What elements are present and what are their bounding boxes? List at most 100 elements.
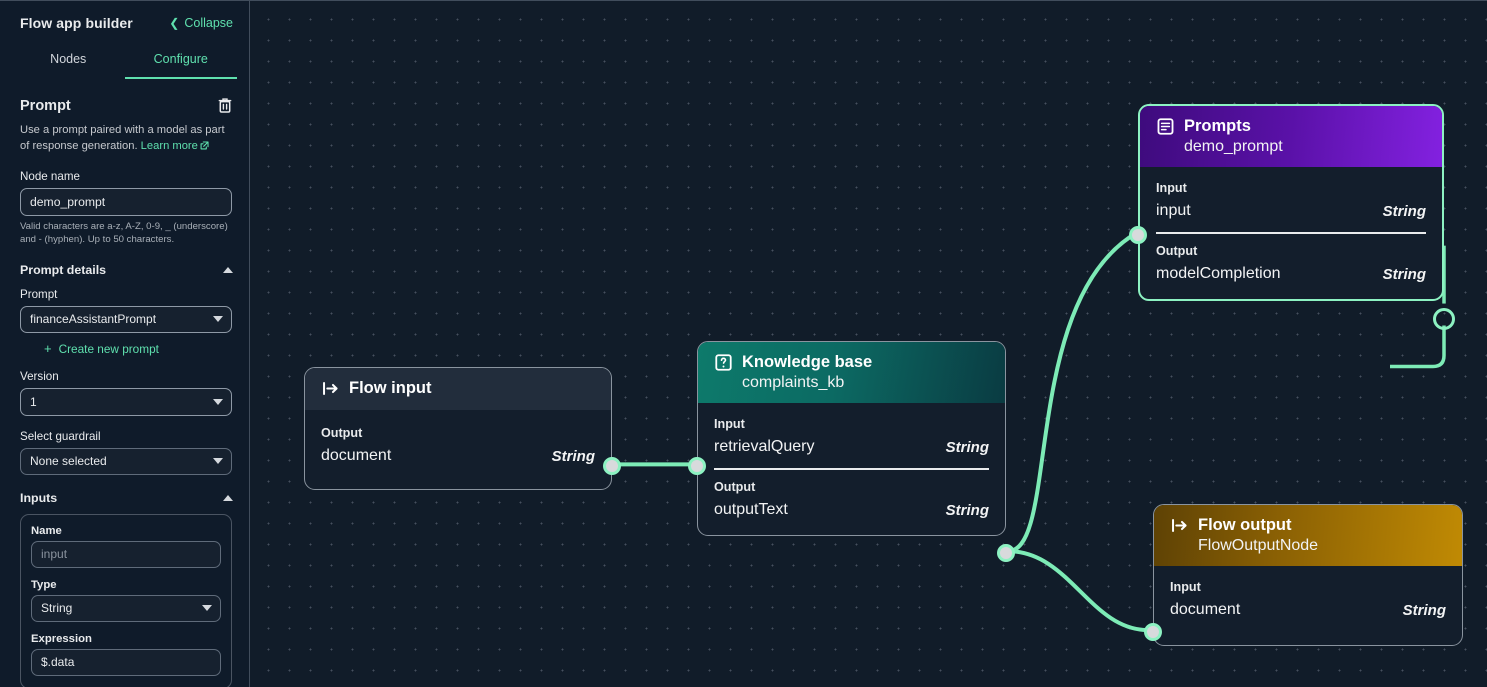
- node-knowledge-base-input-type: String: [945, 438, 989, 456]
- inputs-section-toggle[interactable]: Inputs: [20, 491, 233, 505]
- plus-icon: +: [44, 341, 52, 357]
- node-flow-output-input-name: document: [1170, 601, 1241, 618]
- node-knowledge-base-divider: [714, 468, 989, 470]
- configure-sidebar: Flow app builder ❮ Collapse Nodes Config…: [0, 0, 250, 687]
- node-prompts-header: Prompts demo_prompt: [1140, 106, 1442, 167]
- guardrail-select-value: None selected: [30, 454, 107, 469]
- version-select-value: 1: [30, 394, 37, 409]
- tab-nodes[interactable]: Nodes: [50, 52, 87, 66]
- tab-configure[interactable]: Configure: [124, 43, 237, 79]
- guardrail-select[interactable]: None selected: [20, 447, 232, 475]
- inputs-title: Inputs: [20, 490, 58, 505]
- node-prompts-input-label: Input: [1156, 181, 1187, 195]
- chevron-up-icon: [223, 266, 233, 273]
- collapse-button[interactable]: ❮ Collapse: [169, 16, 233, 30]
- node-knowledge-base-input-row: retrievalQuery String: [698, 431, 1005, 458]
- trash-icon[interactable]: [217, 97, 233, 114]
- node-knowledge-base-title: Knowledge base: [742, 353, 873, 371]
- question-box-icon: [714, 353, 733, 372]
- node-knowledge-base-input-label: Input: [714, 417, 745, 431]
- collapse-button-label: Collapse: [184, 16, 233, 30]
- node-prompts-title: Prompts: [1184, 117, 1251, 135]
- node-flow-output-subtitle: FlowOutputNode: [1198, 537, 1319, 554]
- node-flow-output-header: Flow output FlowOutputNode: [1154, 505, 1462, 566]
- version-label: Version: [20, 369, 59, 383]
- port-flow-input-output-document[interactable]: [603, 457, 621, 475]
- input-definition-card: Name input Type String Expression $.data: [20, 513, 232, 687]
- edge-kb-to-flowoutput: [1006, 549, 1150, 633]
- node-knowledge-base[interactable]: Knowledge base complaints_kb Input retri…: [688, 341, 1015, 562]
- node-name-label: Node name: [20, 169, 80, 183]
- chevron-up-icon: [223, 494, 233, 501]
- node-flow-output-input-type: String: [1402, 601, 1446, 619]
- node-prompts[interactable]: Prompts demo_prompt Input input String O…: [1129, 104, 1455, 330]
- node-prompts-input-name: input: [1156, 202, 1191, 219]
- create-new-prompt-label: Create new prompt: [58, 341, 159, 356]
- section-description-text: Use a prompt paired with a model as part…: [20, 124, 225, 152]
- node-prompts-output-name: modelCompletion: [1156, 265, 1281, 282]
- input-expression-field[interactable]: $.data: [31, 648, 221, 676]
- node-prompts-subtitle: demo_prompt: [1184, 138, 1283, 155]
- port-kb-output-outputtext[interactable]: [997, 544, 1015, 562]
- sidebar-tabs: Nodes Configure: [0, 43, 249, 79]
- node-knowledge-base-header: Knowledge base complaints_kb: [698, 342, 1005, 403]
- input-expression-label: Expression: [31, 632, 92, 645]
- create-new-prompt-button[interactable]: + Create new prompt: [44, 342, 233, 356]
- node-flow-input-body: Output document String: [305, 410, 611, 489]
- node-flow-input[interactable]: Flow input Output document String: [304, 367, 621, 490]
- prompt-select-value: financeAssistantPrompt: [30, 312, 157, 327]
- node-name-input[interactable]: demo_prompt: [20, 187, 232, 216]
- node-flow-output-body: Input document String: [1154, 566, 1462, 645]
- section-title: Prompt: [20, 97, 71, 114]
- chevron-down-icon: [202, 605, 212, 612]
- node-flow-input-output-type: String: [551, 447, 595, 465]
- node-flow-input-header: Flow input: [305, 368, 611, 410]
- node-knowledge-base-subtitle: complaints_kb: [742, 374, 845, 391]
- edge-prompts-output-stub-bottom: [1390, 325, 1446, 369]
- panel-title: Flow app builder: [20, 15, 133, 31]
- chevron-down-icon: [213, 458, 223, 465]
- sidebar-header: Flow app builder ❮ Collapse: [0, 1, 249, 41]
- learn-more-link[interactable]: Learn more: [140, 139, 198, 152]
- node-prompts-divider: [1156, 232, 1426, 234]
- node-knowledge-base-input-name: retrievalQuery: [714, 438, 815, 455]
- flow-canvas[interactable]: Flow input Output document String: [250, 0, 1487, 687]
- node-flow-output-input-row: document String: [1154, 594, 1462, 621]
- node-prompts-output-label: Output: [1156, 244, 1198, 258]
- document-lines-icon: [1156, 117, 1175, 136]
- node-knowledge-base-output-label: Output: [714, 480, 756, 494]
- prompt-details-section-toggle[interactable]: Prompt details: [20, 263, 233, 277]
- port-kb-input-retrievalquery[interactable]: [688, 457, 706, 475]
- port-flow-output-input-document[interactable]: [1144, 623, 1162, 641]
- node-flow-input-output-label: Output: [321, 426, 363, 440]
- node-prompts-input-row: input String: [1140, 195, 1442, 222]
- node-flow-output[interactable]: Flow output FlowOutputNode Input documen…: [1144, 504, 1463, 646]
- sidebar-top-divider: [0, 0, 249, 1]
- port-prompts-output-modelcompletion[interactable]: [1433, 308, 1455, 330]
- input-name-field[interactable]: input: [31, 540, 221, 568]
- node-flow-input-output-row: document String: [305, 440, 611, 467]
- input-type-value: String: [41, 601, 73, 616]
- input-type-label: Type: [31, 578, 57, 591]
- prompt-section-header: Prompt: [20, 97, 233, 114]
- node-prompts-body: Input input String Output modelCompletio…: [1140, 167, 1442, 299]
- chevron-left-icon: ❮: [169, 16, 180, 30]
- node-prompts-output-row: modelCompletion String: [1140, 258, 1442, 285]
- version-select[interactable]: 1: [20, 387, 232, 416]
- flow-output-arrow-icon: [1170, 516, 1189, 535]
- input-name-label: Name: [31, 524, 62, 537]
- prompt-details-title: Prompt details: [20, 262, 107, 277]
- node-prompts-output-type: String: [1382, 265, 1426, 283]
- port-prompts-input-input[interactable]: [1129, 226, 1147, 244]
- prompt-select[interactable]: financeAssistantPrompt: [20, 305, 232, 333]
- node-flow-input-title: Flow input: [349, 379, 432, 397]
- node-knowledge-base-body: Input retrievalQuery String Output outpu…: [698, 403, 1005, 535]
- node-flow-output-input-label: Input: [1170, 580, 1201, 594]
- input-type-select[interactable]: String: [31, 594, 221, 622]
- node-knowledge-base-output-name: outputText: [714, 501, 788, 518]
- section-description: Use a prompt paired with a model as part…: [20, 123, 225, 156]
- node-name-hint: Valid characters are a-z, A-Z, 0-9, _ (u…: [20, 220, 228, 245]
- node-knowledge-base-output-type: String: [945, 501, 989, 519]
- node-flow-output-title: Flow output: [1198, 516, 1292, 534]
